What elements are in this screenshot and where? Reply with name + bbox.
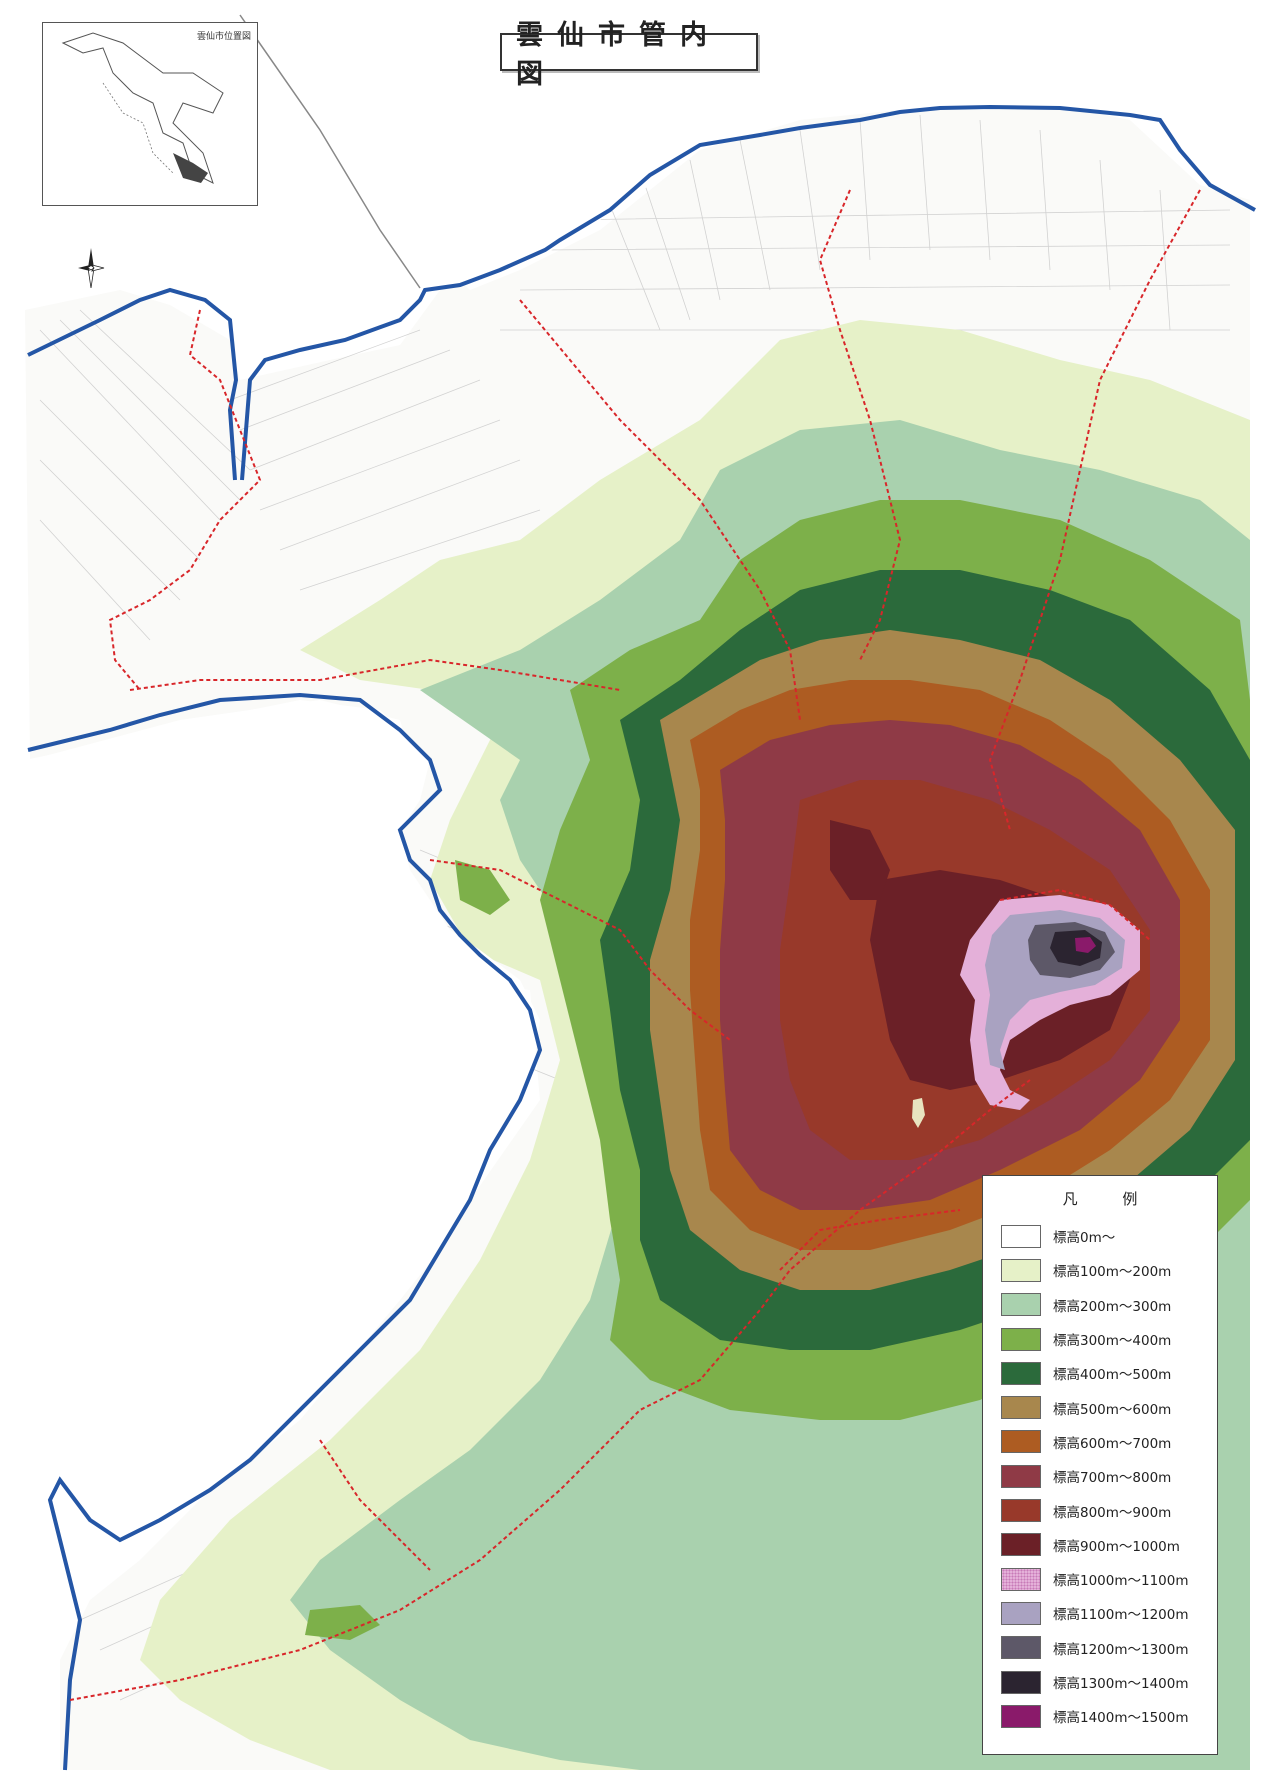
- legend-swatch: [1001, 1670, 1041, 1694]
- legend-swatch: [1001, 1327, 1041, 1351]
- legend-swatch: [1001, 1533, 1041, 1557]
- legend-label: 標高700m～800m: [1053, 1470, 1172, 1487]
- legend-swatch: [1001, 1636, 1041, 1660]
- legend-label: 標高900m～1000m: [1053, 1538, 1180, 1555]
- coastline-west: [27, 692, 543, 1771]
- legend-item: 標高600m～700m: [1001, 1425, 1217, 1459]
- legend-label: 標高300m～400m: [1053, 1333, 1172, 1350]
- legend-label: 標高1100m～1200m: [1053, 1607, 1189, 1624]
- sea-bay: [25, 700, 540, 1570]
- legend-swatch: [1001, 1293, 1041, 1317]
- legend-item: 標高700m～800m: [1001, 1459, 1217, 1493]
- legend-swatch: [1001, 1224, 1041, 1248]
- legend-item: 標高1100m～1200m: [1001, 1596, 1217, 1630]
- compass-rose-icon: [78, 248, 105, 289]
- legend-item: 標高1300m～1400m: [1001, 1665, 1217, 1699]
- legend-label: 標高1300m～1400m: [1053, 1676, 1189, 1692]
- legend-label: 標高500m～600m: [1053, 1401, 1172, 1418]
- legend-item: 標高1000m～1100m: [1001, 1562, 1217, 1596]
- legend-item: 標高1200m～1300m: [1001, 1631, 1217, 1665]
- legend-item: 標高0m～: [1001, 1219, 1217, 1253]
- legend-item: 標高1400m～1500m: [1001, 1699, 1217, 1733]
- legend-label: 標高1200m～1300m: [1053, 1641, 1189, 1658]
- inset-locator-map: 雲仙市位置図: [42, 22, 258, 206]
- map-title: 雲仙市管内図: [500, 20, 758, 90]
- legend-item: 標高300m～400m: [1001, 1322, 1217, 1356]
- legend-title: 凡 例: [1062, 1190, 1158, 1208]
- legend-label: 標高400m～500m: [1053, 1367, 1172, 1384]
- legend-item: 標高800m～900m: [1001, 1493, 1217, 1527]
- sea-north: [235, 10, 1250, 290]
- legend-label: 標高0m～: [1053, 1230, 1116, 1247]
- small-hill: [455, 860, 510, 915]
- elev-1400-1500: [1075, 937, 1096, 953]
- legend-swatch: [1001, 1258, 1041, 1282]
- legend-label: 標高800m～900m: [1053, 1504, 1172, 1521]
- legend-label: 標高600m～700m: [1053, 1435, 1172, 1452]
- legend: 凡 例 標高0m～ 標高100m～200m 標高200m～300m 標高300m～40…: [982, 1175, 1218, 1755]
- legend-label: 標高1400m～1500m: [1053, 1710, 1189, 1727]
- legend-item: 標高900m～1000m: [1001, 1528, 1217, 1562]
- legend-item: 標高400m～500m: [1001, 1356, 1217, 1390]
- inset-label: 雲仙市位置図: [196, 32, 251, 42]
- legend-swatch: [1001, 1704, 1041, 1728]
- admin-boundaries: [69, 189, 1201, 1701]
- legend-swatch: [1001, 1464, 1041, 1488]
- summit-clearing: [912, 1098, 925, 1128]
- legend-label: 標高200m～300m: [1053, 1298, 1172, 1315]
- legend-list: 標高0m～ 標高100m～200m 標高200m～300m 標高300m～400m 標高…: [983, 1219, 1217, 1733]
- legend-swatch: [1001, 1601, 1041, 1625]
- small-hill-sw: [305, 1605, 380, 1640]
- breakwater: [239, 14, 421, 289]
- legend-label: 標高1000m～1100m: [1053, 1573, 1189, 1590]
- legend-label: 標高100m～200m: [1053, 1264, 1172, 1281]
- legend-swatch: [1001, 1396, 1041, 1420]
- legend-item: 標高500m～600m: [1001, 1390, 1217, 1424]
- legend-swatch: [1001, 1499, 1041, 1523]
- legend-item: 標高200m～300m: [1001, 1288, 1217, 1322]
- coastline-north: [27, 104, 1256, 481]
- legend-swatch: [1001, 1361, 1041, 1385]
- legend-swatch: [1001, 1430, 1041, 1454]
- inset-outline: [61, 32, 224, 184]
- legend-item: 標高100m～200m: [1001, 1253, 1217, 1287]
- legend-swatch: [1001, 1567, 1041, 1591]
- elev-900-spot: [830, 820, 890, 900]
